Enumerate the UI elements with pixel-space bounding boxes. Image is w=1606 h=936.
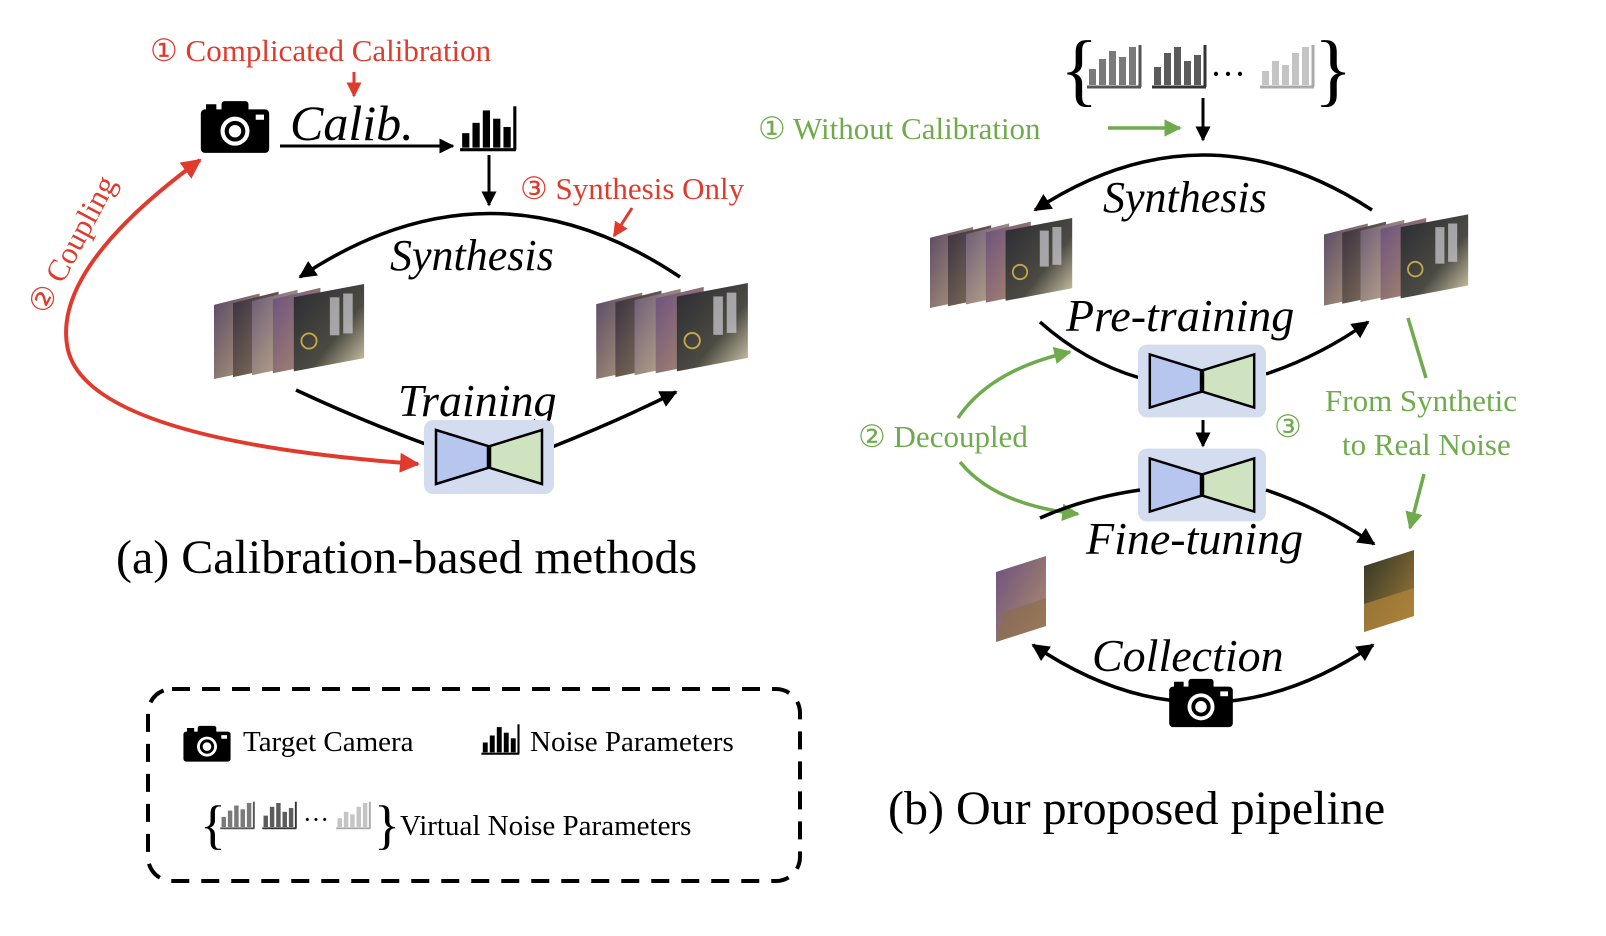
image-stack-icon: [213, 284, 366, 379]
legend-box: [146, 687, 802, 883]
step1-label-a: ① Complicated Calibration: [150, 33, 492, 68]
virtual-histogram-icon: [1258, 43, 1316, 89]
from-synthetic-arrow-top: [1406, 317, 1428, 379]
finetuning-arc-right: [1265, 488, 1376, 546]
pretraining-arc-left: [1038, 320, 1141, 380]
calib-label: Calib.: [290, 95, 414, 151]
step3-label-a: ③ Synthesis Only: [520, 171, 745, 206]
coupling-arrow: [64, 158, 420, 473]
step3-line2-b: to Real Noise: [1342, 427, 1511, 462]
virtual-histogram-set-icon: { ··· }: [1060, 26, 1352, 114]
camera-icon: [183, 725, 231, 762]
image-stack-icon: [1324, 213, 1470, 307]
decoupled-arrow-down: [958, 460, 1080, 521]
synthesis-label-a: Synthesis: [390, 231, 554, 280]
synthesis-label-b: Synthesis: [1103, 173, 1267, 222]
panel-a: ① Complicated Calibration Calib. ③ Synth…: [21, 33, 749, 584]
panel-b: { ··· } ① Without Calibration Synthesis …: [758, 26, 1517, 835]
pretraining-label: Pre-training: [1065, 290, 1294, 341]
from-synthetic-arrow-bottom: [1405, 473, 1426, 530]
step3-line1-b: From Synthetic: [1325, 383, 1517, 418]
caption-b: (b) Our proposed pipeline: [888, 782, 1385, 835]
training-label: Training: [398, 375, 557, 426]
network-icon: [1138, 448, 1266, 522]
histogram-icon: [480, 723, 521, 755]
real-noisy-image: [996, 556, 1046, 642]
virtual-ellipsis: ···: [1210, 54, 1246, 94]
collection-label: Collection: [1092, 630, 1284, 681]
network-icon: [1138, 344, 1266, 418]
brace-right: }: [1314, 26, 1352, 114]
legend-noise-parameters: Noise Parameters: [530, 726, 734, 758]
image-stack-icon: [930, 217, 1074, 309]
clean-image: [1364, 550, 1414, 632]
camera-icon: [200, 101, 270, 153]
synthesis-arc-b: [1033, 153, 1373, 212]
legend: Target Camera Noise Parameters { ··· } V…: [146, 687, 802, 883]
virtual-histogram-icon: [335, 800, 372, 830]
virtual-histogram-icon: [261, 800, 298, 830]
network-icon: [424, 420, 554, 494]
legend-ellipsis: ···: [303, 805, 329, 834]
training-arc-right: [551, 390, 678, 449]
decoupled-arrow-up: [956, 346, 1072, 419]
pretraining-arc-right: [1265, 320, 1370, 376]
step3-num-b: ③: [1274, 409, 1302, 444]
legend-brace-right: }: [374, 795, 400, 855]
histogram-icon: [458, 104, 518, 152]
legend-virtual-noise-parameters: Virtual Noise Parameters: [400, 810, 691, 842]
camera-icon: [1169, 678, 1233, 728]
caption-a: (a) Calibration-based methods: [116, 531, 697, 584]
finetuning-label: Fine-tuning: [1085, 513, 1303, 564]
step2-label-b: ② Decoupled: [858, 419, 1028, 454]
step1-label-b: ① Without Calibration: [758, 111, 1041, 146]
step3-arrow-a: [612, 207, 634, 238]
legend-target-camera: Target Camera: [243, 726, 414, 758]
virtual-histogram-icon: [1150, 43, 1208, 89]
image-stack-icon: [595, 283, 749, 379]
finetuning-arc-left: [1039, 488, 1141, 520]
